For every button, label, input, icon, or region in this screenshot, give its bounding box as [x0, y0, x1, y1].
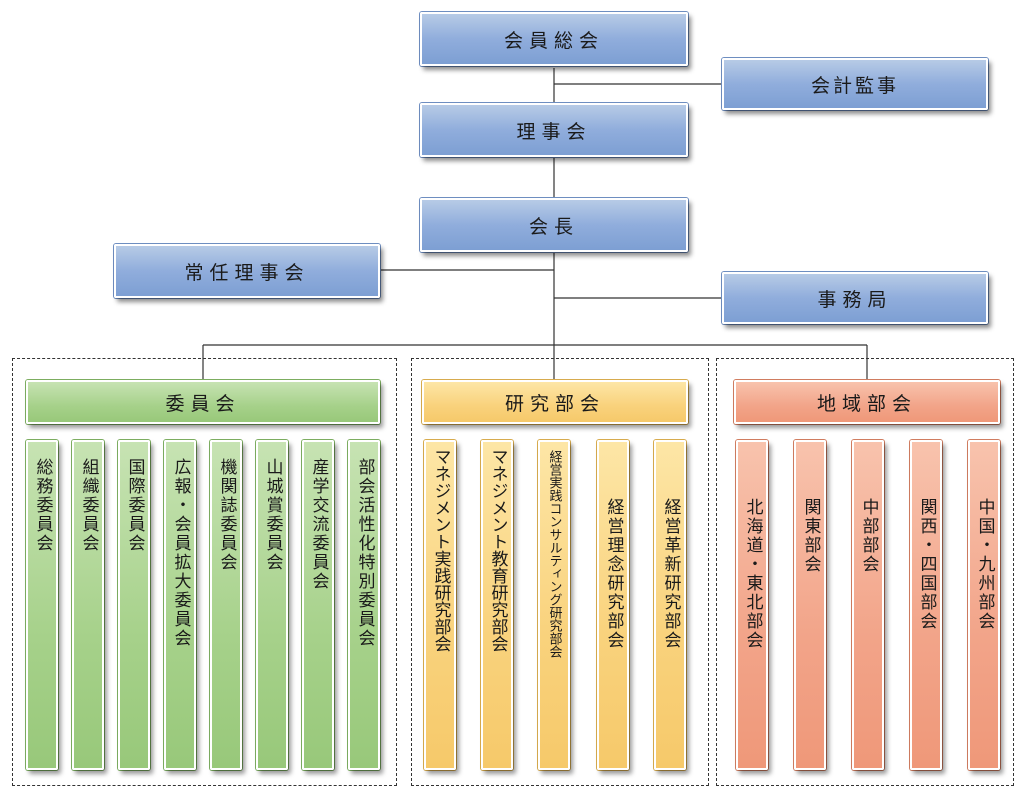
committee-item: 産学交流委員会: [302, 440, 334, 770]
standing-board-box: 常任理事会: [114, 244, 380, 298]
standing-board-label: 常任理事会: [184, 261, 310, 284]
president-label: 会長: [528, 215, 579, 238]
regional-header: 地域部会: [734, 380, 1000, 424]
committee-item-label: 部会活性化特別委員会: [354, 458, 375, 648]
regional-item: 中部部会: [852, 440, 884, 770]
board-label: 理事会: [516, 120, 592, 143]
regional-item: 関西・四国部会: [910, 440, 942, 770]
committee-item: 部会活性化特別委員会: [348, 440, 380, 770]
research-item-label: 経営理念研究部会: [603, 498, 624, 650]
committee-item-label: 産学交流委員会: [308, 458, 329, 591]
auditor-box: 会計監事: [722, 58, 988, 110]
committee-item: 機関誌委員会: [210, 440, 242, 770]
general-assembly-box: 会員総会: [420, 12, 688, 66]
regional-item: 関東部会: [794, 440, 826, 770]
committee-header: 委員会: [26, 380, 380, 424]
regional-item-label: 中部部会: [858, 498, 879, 574]
research-group: [411, 358, 709, 786]
general-assembly-label: 会員総会: [503, 29, 604, 52]
committee-item: 総務委員会: [26, 440, 58, 770]
research-item: 経営革新研究部会: [654, 440, 686, 770]
research-item-label: マネジメント教育研究部会: [487, 448, 508, 652]
research-item: マネジメント実践研究部会: [424, 440, 456, 770]
research-title: 研究部会: [504, 392, 605, 415]
auditor-label: 会計監事: [810, 74, 899, 97]
committee-item: 国際委員会: [118, 440, 150, 770]
regional-item: 中国・九州部会: [968, 440, 1000, 770]
research-item-label: マネジメント実践研究部会: [430, 448, 451, 652]
board-box: 理事会: [420, 103, 688, 157]
committee-group: [12, 358, 397, 786]
president-box: 会長: [420, 198, 688, 252]
regional-item-label: 関西・四国部会: [916, 498, 937, 631]
secretariat-box: 事務局: [722, 272, 988, 324]
regional-group: [716, 358, 1014, 786]
secretariat-label: 事務局: [817, 288, 893, 311]
committee-item-label: 機関誌委員会: [216, 458, 237, 572]
research-item-label: 経営革新研究部会: [660, 498, 681, 650]
committee-item-label: 国際委員会: [124, 458, 145, 553]
research-item: 経営理念研究部会: [597, 440, 629, 770]
regional-title: 地域部会: [816, 392, 917, 415]
committee-item: 広報・会員拡大委員会: [164, 440, 196, 770]
research-item: マネジメント教育研究部会: [481, 440, 513, 770]
regional-item-label: 中国・九州部会: [974, 498, 995, 631]
research-item: 経営実践コンサルティング研究部会: [538, 440, 570, 770]
research-header: 研究部会: [422, 380, 688, 424]
regional-item: 北海道・東北部会: [736, 440, 768, 770]
committee-item-label: 総務委員会: [32, 458, 53, 553]
committee-item-label: 山城賞委員会: [262, 458, 283, 572]
regional-item-label: 関東部会: [800, 498, 821, 574]
committee-item: 山城賞委員会: [256, 440, 288, 770]
research-item-label: 経営実践コンサルティング研究部会: [546, 450, 562, 658]
committee-title: 委員会: [165, 392, 241, 415]
committee-item-label: 組織委員会: [78, 458, 99, 553]
committee-item: 組織委員会: [72, 440, 104, 770]
regional-item-label: 北海道・東北部会: [742, 498, 763, 650]
committee-item-label: 広報・会員拡大委員会: [170, 458, 191, 648]
